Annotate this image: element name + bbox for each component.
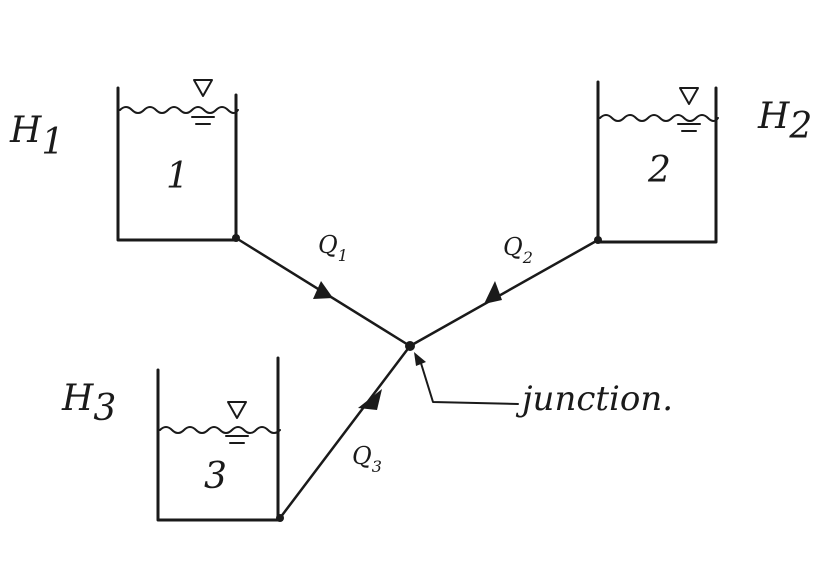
pipe-3 (278, 344, 412, 520)
pipe-3-outlet (276, 514, 284, 522)
water-level-symbol-2 (677, 87, 701, 132)
head-1-label: H1 (9, 110, 64, 163)
reservoir-2-water-surface (599, 114, 719, 122)
water-level-symbol-1 (191, 79, 215, 125)
reservoir-3-water-surface (159, 426, 281, 434)
flow-arrow-2 (484, 281, 502, 304)
reservoir-2: 2 (596, 80, 719, 244)
reservoir-1-number: 1 (166, 156, 189, 197)
reservoir-1: 1 (116, 79, 239, 242)
junction-label: junction. (515, 379, 673, 419)
flow-label-3: Q3 (352, 442, 382, 476)
flow-label-2: Q2 (503, 233, 533, 267)
reservoir-3-number: 3 (204, 456, 227, 497)
head-2-label: H2 (757, 96, 812, 147)
reservoir-3-walls (156, 356, 280, 522)
pipe-2-outlet (594, 236, 602, 244)
pipe-1-outlet (232, 234, 240, 242)
flow-arrow-1 (313, 281, 333, 299)
flow-label-1: Q1 (318, 231, 348, 265)
reservoir-3: 3 (156, 356, 281, 522)
head-3-label: H3 (61, 378, 116, 429)
reservoir-2-walls (596, 80, 718, 244)
flow-arrow-3 (358, 389, 382, 410)
reservoir-1-water-surface (119, 106, 239, 114)
junction-pointer-arrowhead (414, 352, 426, 366)
junction-pointer (414, 352, 519, 405)
water-level-symbol-3 (225, 401, 249, 444)
pipe-2 (408, 238, 600, 348)
reservoir-2-number: 2 (647, 150, 671, 191)
junction-node (405, 341, 415, 351)
reservoir-1-walls (116, 86, 238, 242)
